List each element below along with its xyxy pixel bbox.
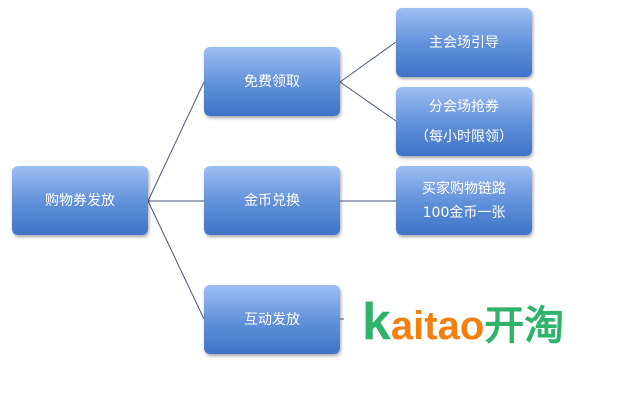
node-label: 分会场抢券 [429, 98, 499, 115]
node-sublabel: （每小时限领） [415, 128, 513, 145]
watermark-chinese: 开淘 [484, 304, 565, 348]
node-label: 购物券发放 [45, 192, 115, 209]
node-label: 买家购物链路 [422, 180, 506, 197]
node-label: 金币兑换 [244, 192, 300, 209]
node-main-venue: 主会场引导 [396, 8, 532, 77]
node-label: 免费领取 [244, 73, 300, 90]
node-sublabel: 100金币一张 [422, 204, 506, 221]
node-coin-exchange: 金币兑换 [204, 166, 340, 235]
watermark-k: k [362, 293, 391, 351]
node-sub-venue: 分会场抢券 （每小时限领） [396, 87, 532, 156]
connector-root-to-interact [147, 200, 205, 320]
root-node: 购物券发放 [12, 166, 148, 235]
node-purchase-chain: 买家购物链路 100金币一张 [396, 166, 532, 235]
connector-root-to-free [147, 81, 205, 202]
node-label: 主会场引导 [429, 34, 499, 51]
node-label: 互动发放 [244, 311, 300, 328]
node-interactive: 互动发放 [204, 285, 340, 354]
watermark-logo: kaitao开淘 [362, 292, 564, 356]
watermark-aitao: aitao [390, 304, 485, 348]
connector-free-to-main [339, 41, 397, 83]
connector-free-to-sub [339, 81, 397, 122]
node-free-claim: 免费领取 [204, 47, 340, 116]
